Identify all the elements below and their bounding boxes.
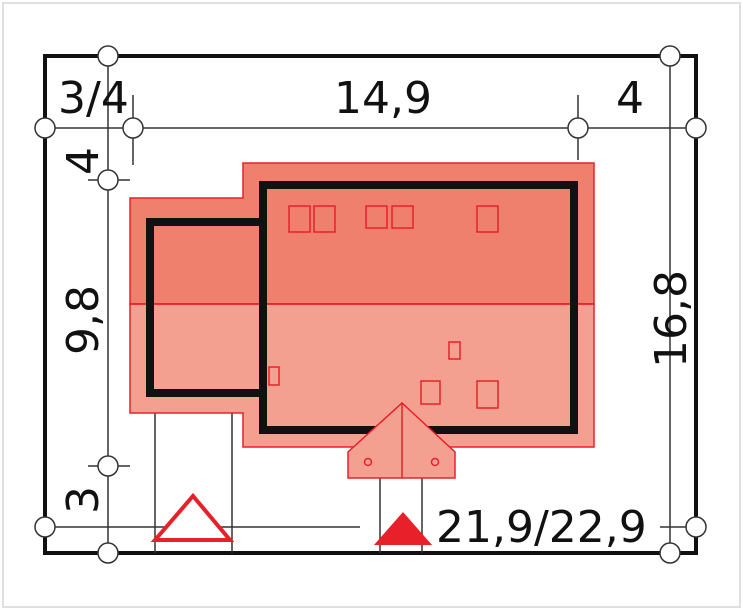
entrance-marker-icon <box>374 512 432 545</box>
dim-left-lower: 3 <box>58 486 109 514</box>
dim-left-upper: 4 <box>58 147 109 175</box>
roof <box>129 162 595 448</box>
roof-windows <box>268 205 499 409</box>
garage-wall <box>146 218 263 397</box>
roof-lower-half <box>129 303 595 448</box>
dim-top-middle: 14,9 <box>334 73 432 124</box>
access-marker-icon <box>150 492 235 542</box>
entrance-porch <box>347 401 456 479</box>
dim-right: 16,8 <box>646 270 697 368</box>
dim-left-middle: 9,8 <box>58 285 109 355</box>
dim-top-left: 3/4 <box>58 73 129 124</box>
dim-bottom-right: 21,9/22,9 <box>436 502 647 553</box>
plot-boundary <box>43 54 698 555</box>
dim-top-right: 4 <box>616 73 644 124</box>
grid-markers <box>34 45 707 564</box>
